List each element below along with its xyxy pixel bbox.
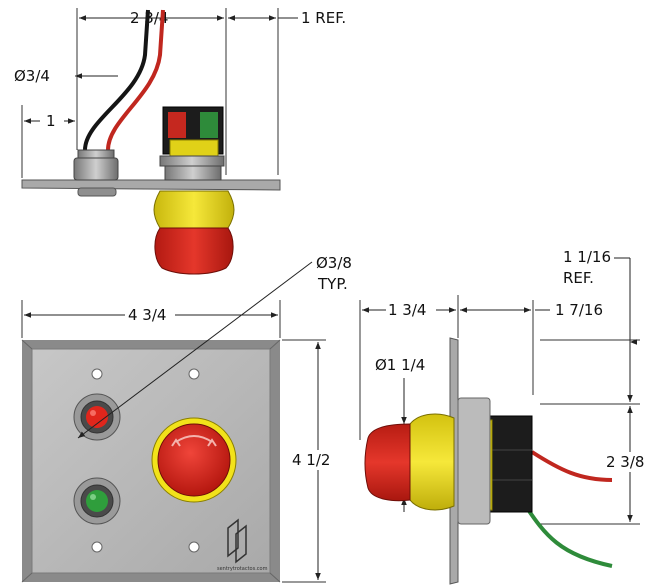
dim-plate-height: 4 1/2	[292, 451, 330, 469]
twist-arrow-icon	[175, 435, 213, 443]
dim-top-ref: 1 REF.	[301, 9, 346, 27]
terminal-red	[168, 112, 186, 138]
contact-latch	[169, 139, 219, 157]
top-view: 2 3/4 1 REF. Ø3/4 1	[14, 8, 346, 275]
dim-plate-width-bg	[125, 305, 175, 323]
dim-side-rear-bg	[552, 300, 612, 318]
dim-side-ref-value: 1 1/16	[563, 248, 611, 266]
dim-side-rear: 1 7/16	[555, 301, 603, 319]
terminal-green	[200, 112, 218, 138]
dim-offset-bg	[40, 113, 64, 129]
led-green	[86, 490, 108, 512]
dim-plate-width: 4 3/4	[128, 306, 166, 324]
dim-offset: 1	[46, 112, 56, 130]
pilot-housing	[73, 157, 119, 181]
front-view: 4 3/4 4 1/2 Ø3/8	[21, 254, 352, 583]
wire-red	[530, 450, 613, 482]
screw-hole	[188, 368, 200, 380]
pilot-nut	[77, 187, 117, 197]
mounting-nut	[164, 165, 222, 181]
dim-side-front-bg	[386, 300, 436, 318]
dim-side-height: 2 3/8	[606, 453, 644, 471]
dim-hole-dia: Ø3/4	[14, 67, 50, 85]
screw-hole	[91, 541, 103, 553]
mushroom-head-top	[154, 227, 234, 275]
dim-side-height-bg	[604, 452, 656, 472]
screw-hole	[91, 368, 103, 380]
wire-green	[523, 503, 613, 568]
dim-side-front: 1 3/4	[388, 301, 426, 319]
plate-edge	[21, 179, 281, 191]
dim-led-typ: TYP.	[317, 275, 348, 293]
wire-red	[106, 9, 165, 151]
collar-side	[409, 413, 455, 511]
wire-black	[83, 9, 150, 151]
dim-led-dia: Ø3/8	[316, 254, 352, 272]
mounting-ring	[159, 155, 225, 167]
leader-led-dia	[77, 261, 313, 439]
website-text: sentrytrotactos.com	[217, 566, 268, 572]
bezel-side	[457, 397, 491, 525]
brand-logo-icon	[227, 518, 247, 564]
mushroom-head-side	[364, 423, 411, 502]
led-red	[86, 406, 108, 428]
dim-button-dia: Ø1 1/4	[375, 356, 425, 374]
contact-block-side	[489, 415, 533, 513]
dim-plate-height-bg	[290, 450, 340, 470]
screw-hole	[188, 541, 200, 553]
mushroom-button	[157, 423, 231, 497]
dim-side-ref-label: REF.	[563, 269, 594, 287]
collar-top	[153, 190, 235, 229]
side-view: 1 1/16 REF. 1 3/4 1 7/16 Ø1 1/4 2 3/8	[359, 248, 656, 585]
